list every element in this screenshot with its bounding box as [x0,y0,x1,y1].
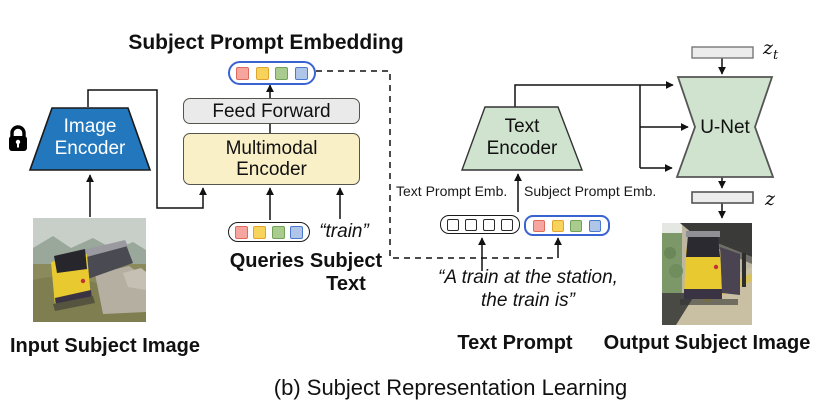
subject-text-value: “train” [319,221,369,242]
text-token [447,218,459,231]
feed-forward-box: Feed Forward [183,98,360,124]
subject-token [234,225,248,239]
output-subject-image [662,223,752,325]
connector-lines [86,58,726,271]
text-prompt-quote-line1: “A train at the station, [438,267,618,288]
image-encoder-label: Image Encoder [54,116,126,159]
unet-label: U-Net [700,117,750,138]
unet-shape [675,76,775,178]
z-latent-bar [691,191,754,204]
multimodal-encoder-label: Multimodal Encoder [225,138,318,180]
output-subject-image-label: Output Subject Image [603,332,811,354]
subject-token [271,225,285,239]
zt-latent-bar [691,46,754,59]
subject-token [290,225,304,239]
subject-prompt-embedding-tokens [228,61,316,85]
subject-token [255,66,269,80]
text-token [465,218,477,231]
text-prompt-emb-tokens [440,215,520,234]
subject-text-label: Subject Text [309,250,383,295]
subject-token [253,225,267,239]
arrow-image-encoder-to-multimodal [87,89,207,209]
multimodal-encoder-box: Multimodal Encoder [183,133,360,185]
subject-token [570,219,583,232]
text-encoder-shape [460,106,584,171]
text-encoder-label: Text Encoder [486,116,558,159]
queries-label: Queries [229,250,305,272]
feed-forward-label: Feed Forward [212,100,331,122]
lock-icon [9,125,27,151]
subject-prompt-emb-label: Subject Prompt Emb. [524,183,657,199]
dashed-embedding-route [316,70,556,259]
input-subject-image [33,218,146,322]
subject-prompt-emb-tokens [524,215,610,236]
figure-caption: (b) Subject Representation Learning [273,375,628,400]
subject-prompt-embedding-title: Subject Prompt Embedding [128,31,404,54]
subject-token [236,66,250,80]
text-token [483,218,495,231]
subject-token [294,66,308,80]
text-prompt-label: Text Prompt [457,332,573,354]
input-subject-image-label: Input Subject Image [9,335,201,357]
arrow-text-encoder-to-unet-top [514,81,674,107]
subject-token [589,219,602,232]
subject-token [551,219,564,232]
subject-token [275,66,289,80]
z-label: z [765,188,776,210]
image-encoder-shape [28,107,152,171]
zt-label: zt [763,37,779,63]
queries-tokens [228,222,310,242]
text-prompt-quote-line2: the train is” [481,290,575,311]
text-token [501,218,513,231]
subject-token [532,219,545,232]
text-prompt-emb-label: Text Prompt Emb. [396,183,508,199]
